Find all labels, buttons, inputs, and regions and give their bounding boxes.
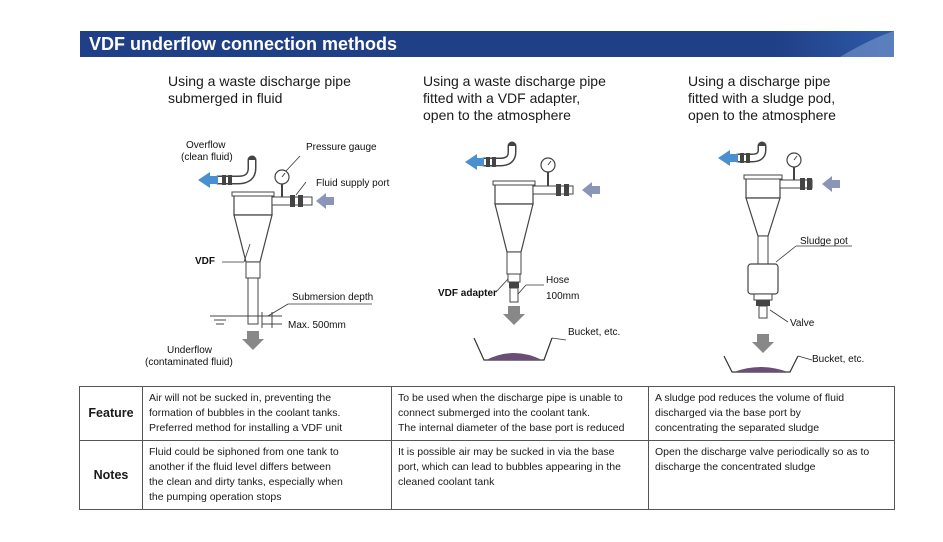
hose-part — [509, 287, 519, 303]
supply-arrow-icon — [582, 182, 600, 198]
supply-arrow-icon — [822, 176, 840, 192]
vdf-outlet — [245, 261, 261, 279]
table-row-feature: Feature Air will not be sucked in, preve… — [79, 386, 895, 441]
bucket-label: Bucket, etc. — [568, 327, 620, 338]
method-2-heading: Using a waste discharge pipe fitted with… — [423, 73, 606, 123]
section-banner: VDF underflow connection methods — [80, 31, 894, 57]
table-cell: To be used when the discharge pipe is un… — [391, 386, 649, 441]
row-header-notes: Notes — [79, 440, 143, 510]
diagram-vdf-adapter: VDF adapter Hose 100mm Bucket, etc. — [438, 141, 620, 361]
diagram-sludge-pod: Sludge pot Valve Bucket, etc. — [718, 141, 864, 373]
vdf-adapter-label: VDF adapter — [438, 288, 497, 299]
hose-barb — [222, 175, 226, 185]
fluid-supply-label: Fluid supply port — [316, 178, 390, 189]
method-1-heading: Using a waste discharge pipe submerged i… — [168, 73, 351, 106]
sludge-pile — [734, 367, 788, 372]
discharge-pipe — [247, 277, 259, 325]
valve-label: Valve — [790, 318, 815, 329]
vdf-head — [233, 194, 273, 216]
vdf-cone — [494, 203, 534, 253]
bucket-label: Bucket, etc. — [812, 354, 864, 365]
banner-shape — [80, 31, 894, 57]
table-cell: A sludge pod reduces the volume of fluid… — [648, 386, 895, 441]
table-cell: Air will not be sucked in, preventing th… — [142, 386, 392, 441]
table-cell: Fluid could be siphoned from one tank to… — [142, 440, 392, 510]
overflow-sub-label: (clean fluid) — [181, 152, 233, 163]
pressure-gauge-label: Pressure gauge — [306, 142, 377, 153]
row-header-feature: Feature — [79, 386, 143, 441]
hose-barb — [228, 175, 232, 185]
page-title: VDF underflow connection methods — [89, 34, 398, 54]
connection-diagrams: Overflow (clean fluid) Pressure gauge Fl… — [145, 140, 864, 373]
sludge-pile — [486, 353, 542, 360]
overflow-arrow-icon — [718, 150, 738, 166]
vdf-cone — [745, 197, 781, 237]
sludge-pot-shape — [747, 263, 779, 295]
sludge-pot-label: Sludge pot — [800, 236, 848, 247]
vdf-cone — [233, 214, 273, 263]
underflow-label: Underflow — [167, 345, 213, 356]
vdf-adapter-part — [507, 273, 521, 283]
submersion-depth-label: Submersion depth — [292, 292, 373, 303]
vdf-head-flange — [231, 191, 275, 197]
valve-shape — [756, 300, 770, 306]
overflow-label: Overflow — [186, 140, 226, 151]
hose-length-label: 100mm — [546, 291, 579, 302]
overflow-arrow-icon — [465, 154, 484, 170]
max-depth-label: Max. 500mm — [288, 320, 346, 331]
table-row-notes: Notes Fluid could be siphoned from one t… — [79, 440, 895, 510]
discharge-arrow-icon — [752, 334, 774, 353]
discharge-arrow-icon — [503, 306, 525, 325]
underflow-sub-label: (contaminated fluid) — [145, 357, 233, 368]
table-cell: It is possible air may be sucked in via … — [391, 440, 649, 510]
overflow-elbow-inner — [218, 160, 255, 183]
vdf-label: VDF — [195, 256, 215, 267]
table-cell: Open the discharge valve periodically so… — [648, 440, 895, 510]
method-3-heading: Using a discharge pipe fitted with a slu… — [688, 73, 836, 123]
overflow-arrow-icon — [198, 172, 218, 188]
comparison-table: Feature Air will not be sucked in, preve… — [79, 386, 895, 510]
hose-label: Hose — [546, 275, 570, 286]
supply-arrow-icon — [316, 193, 334, 209]
diagram-submerged: Overflow (clean fluid) Pressure gauge Fl… — [145, 140, 390, 368]
underflow-arrow-icon — [242, 331, 264, 350]
